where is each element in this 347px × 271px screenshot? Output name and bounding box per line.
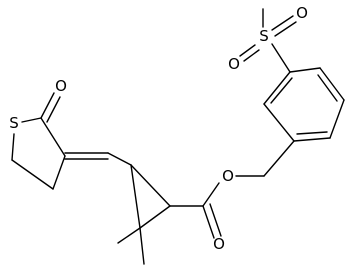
bond-carbonyl-oxygen-b: [209, 203, 222, 237]
benzene-bond-4-inner: [296, 131, 328, 135]
atom-sulfone-oxygen-left: O: [228, 55, 240, 73]
bond-sulfur-oxygen-top-b: [274, 21, 297, 37]
benzene-bond-6: [263, 71, 291, 105]
atom-carbonyl-oxygen: O: [213, 235, 225, 253]
lactone-bond-2: [21, 117, 42, 123]
benzene-bond-2: [319, 67, 345, 101]
cyclopropane-bond-3: [139, 205, 171, 229]
lactone-bond-1: [40, 117, 66, 157]
atom-ester-oxygen: O: [222, 167, 234, 185]
bond-methyl-1: [117, 227, 141, 244]
benzene-bond-5: [263, 103, 295, 142]
lactone-bond-5: [52, 155, 66, 190]
lactone-carbonyl-b: [46, 96, 61, 123]
bond-ring-ch2: [263, 140, 295, 177]
atom-sulfone-sulfur: S: [259, 27, 269, 45]
bond-oxygen-carbonyl-carbon: [202, 182, 220, 207]
lactone-carbonyl-a: [40, 92, 55, 119]
atom-lactone-oxygen: O: [55, 77, 67, 95]
lactone-bond-4: [11, 159, 54, 190]
bond-sulfur-ring: [271, 43, 291, 73]
benzene-bond-3: [329, 99, 345, 139]
atom-ring-sulfur: S: [9, 114, 19, 132]
bond-sulfur-oxygen-top-a: [271, 15, 294, 31]
benzene-bond-2-inner: [317, 74, 338, 102]
bond-cyclopropane-ch: [107, 152, 132, 166]
bond-carbonyl-oxygen-a: [202, 205, 215, 239]
lactone-bond-3: [11, 133, 15, 161]
atom-sulfone-oxygen-top: O: [296, 4, 308, 22]
bond-sulfur-oxygen-left-a: [239, 44, 256, 57]
benzene-bond-4: [293, 137, 331, 142]
bond-methyl-2: [139, 227, 145, 265]
cyclopropane-bond-2: [130, 164, 141, 229]
bond-sulfur-oxygen-left-b: [243, 49, 260, 62]
cyclopropane-bond-1: [130, 164, 171, 207]
benzene-bond-6-inner: [270, 77, 293, 104]
benzene-bond-1: [289, 67, 321, 73]
